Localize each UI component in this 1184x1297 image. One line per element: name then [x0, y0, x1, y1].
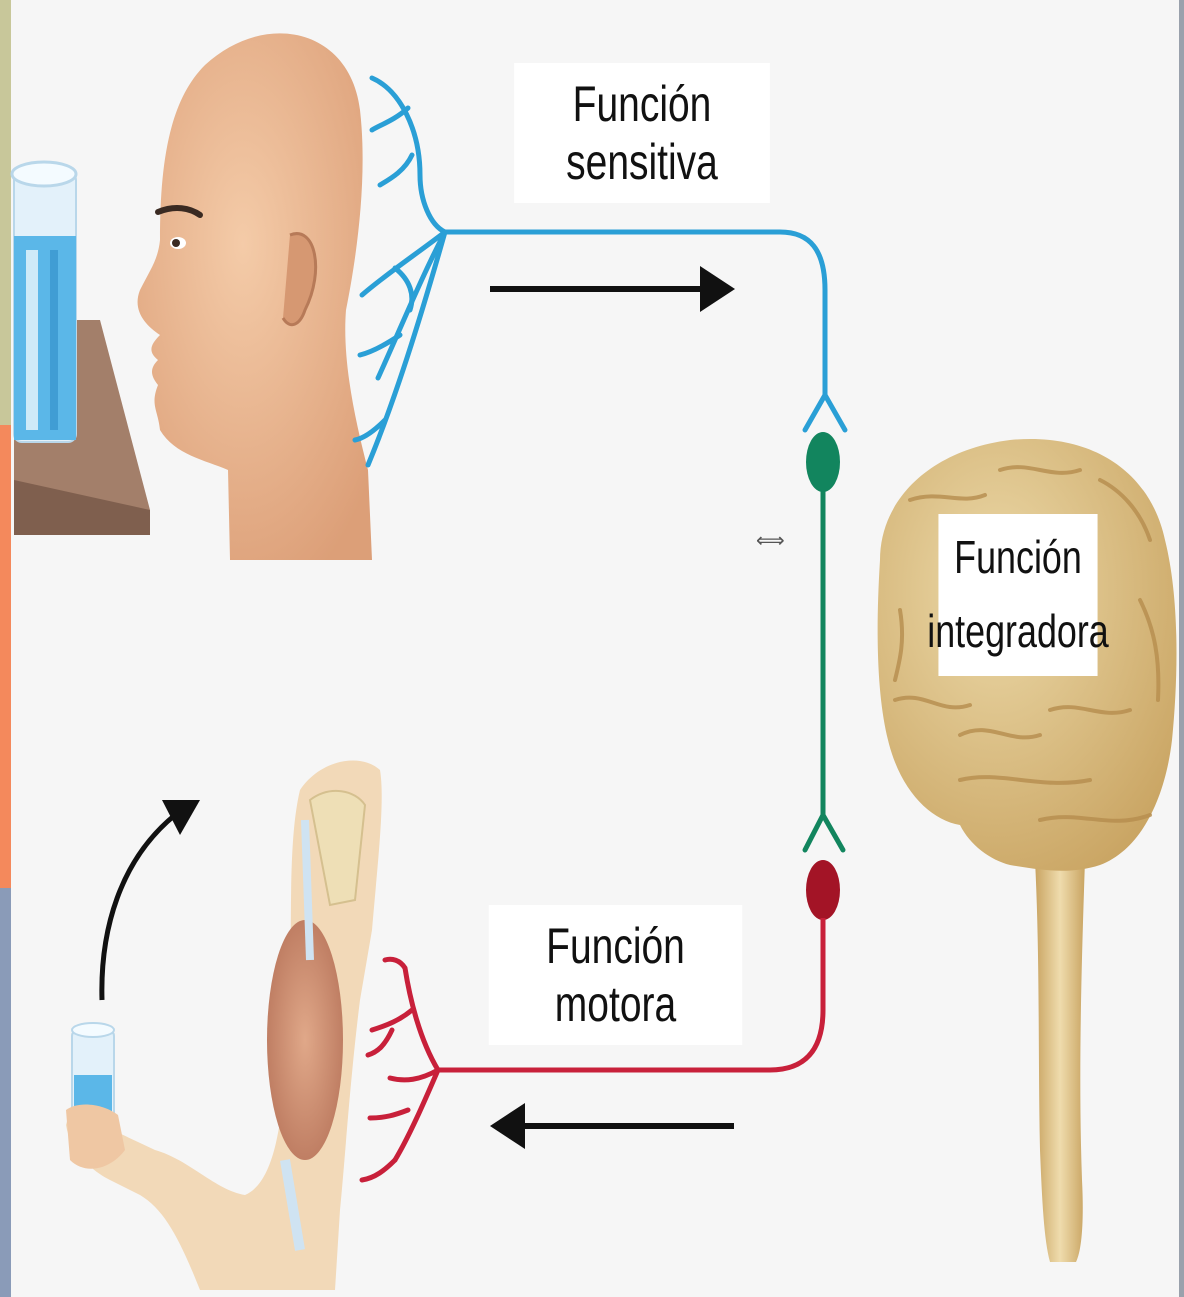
- label-sensory-text: Función sensitiva: [514, 75, 770, 191]
- sensory-direction-arrow: [490, 266, 735, 312]
- interneuron: [805, 432, 843, 850]
- curved-motion-arrow: [102, 800, 200, 1000]
- human-head-icon: [138, 33, 372, 560]
- label-motor-text: Función motora: [489, 917, 743, 1033]
- label-motor-function: Función motora: [489, 905, 743, 1045]
- motor-direction-arrow: [490, 1103, 734, 1149]
- arm-holding-glass-icon: [66, 760, 382, 1290]
- water-glass-icon: [12, 162, 76, 442]
- resize-cursor-icon: ⟺: [756, 528, 785, 552]
- label-integrative-line1: Función: [954, 521, 1082, 595]
- label-sensory-function: Función sensitiva: [514, 63, 770, 203]
- label-integrative-function: Función integradora: [938, 514, 1097, 676]
- label-integrative-line2: integradora: [927, 595, 1109, 669]
